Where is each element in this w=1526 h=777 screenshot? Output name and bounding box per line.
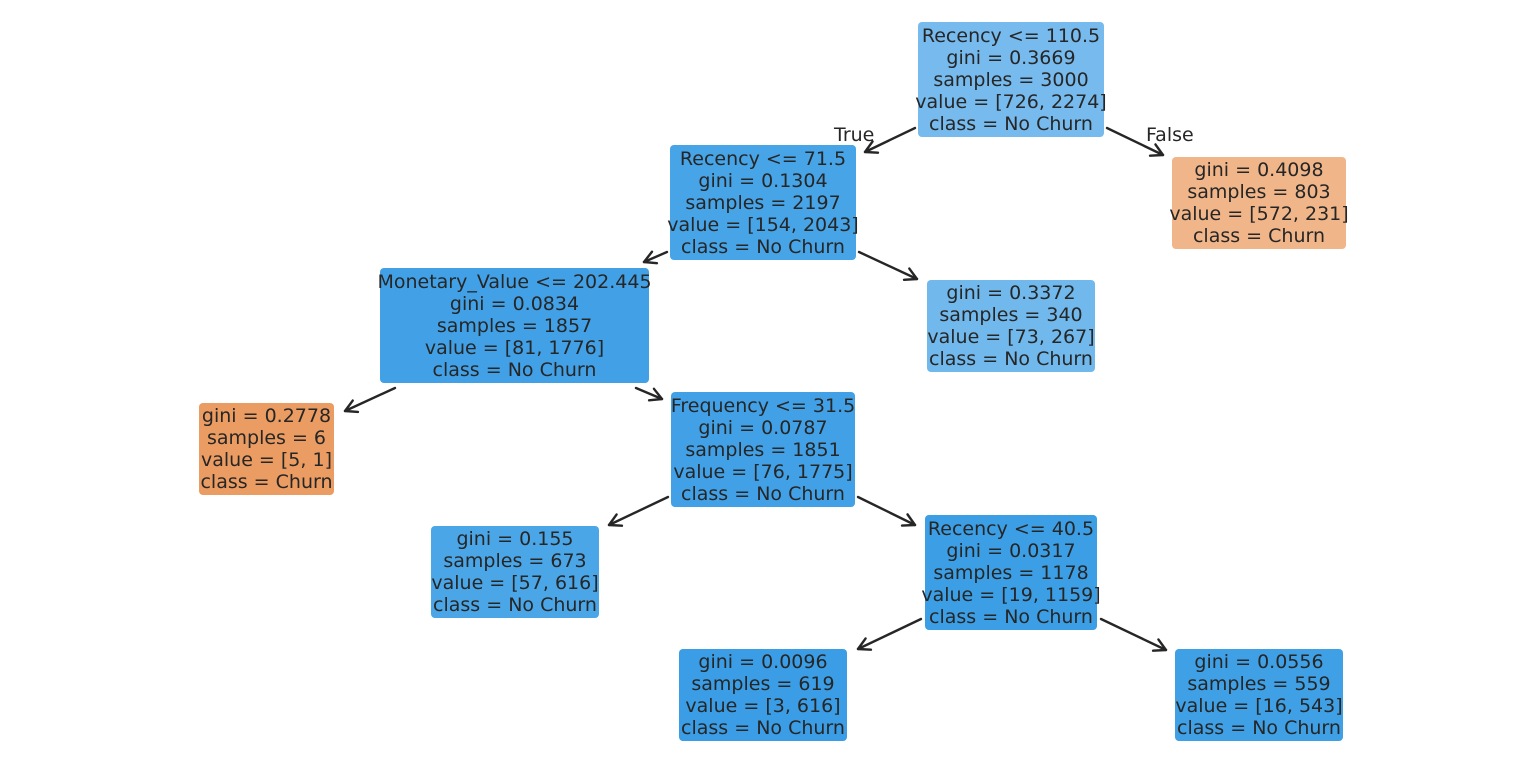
node-gini: gini = 0.3669	[946, 46, 1076, 69]
node-value: value = [73, 267]	[927, 326, 1095, 348]
node-class: class = No Churn	[681, 482, 845, 505]
node-samples: samples = 673	[443, 550, 587, 572]
node-gini: gini = 0.1304	[698, 169, 828, 192]
edge-line	[863, 126, 917, 154]
edge-label-true: True	[834, 124, 875, 146]
arrowhead-icon	[863, 140, 880, 154]
arrowhead-icon	[647, 387, 664, 402]
node-value: value = [19, 1159]	[921, 583, 1101, 606]
node-split-rule: Recency <= 40.5	[927, 517, 1095, 540]
node-gini: gini = 0.3372	[946, 282, 1076, 304]
tree-edge-n3-n5	[343, 386, 397, 414]
node-samples: samples = 559	[1187, 673, 1331, 695]
tree-edge-n6-n8	[856, 495, 917, 527]
edge-line	[857, 250, 919, 281]
node-samples: samples = 1178	[933, 561, 1089, 584]
node-value: value = [3, 616]	[685, 695, 841, 717]
node-value: value = [76, 1775]	[673, 460, 853, 483]
tree-leaf-no-churn-673: gini = 0.155 samples = 673 value = [57, …	[431, 526, 599, 618]
node-class: class = No Churn	[681, 717, 845, 739]
edge-line	[343, 386, 397, 413]
edge-line	[856, 617, 923, 651]
node-gini: gini = 0.0096	[698, 651, 828, 673]
node-value: value = [572, 231]	[1169, 203, 1349, 225]
node-gini: gini = 0.4098	[1194, 159, 1324, 181]
edge-line	[1105, 126, 1165, 157]
node-gini: gini = 0.0787	[698, 416, 828, 439]
node-value: value = [5, 1]	[201, 449, 332, 471]
arrowhead-icon	[642, 250, 659, 265]
tree-node-frequency: Frequency <= 31.5 gini = 0.0787 samples …	[671, 392, 855, 507]
node-split-rule: Recency <= 71.5	[679, 147, 847, 170]
node-gini: gini = 0.155	[456, 528, 574, 550]
node-samples: samples = 2197	[685, 191, 841, 214]
tree-node-root: Recency <= 110.5 gini = 0.3669 samples =…	[915, 22, 1107, 137]
node-samples: samples = 340	[939, 304, 1083, 326]
tree-edge-n3-n6	[634, 386, 664, 402]
node-class: class = Churn	[1192, 225, 1326, 247]
node-value: value = [57, 616]	[431, 572, 599, 594]
node-value: value = [154, 2043]	[667, 213, 859, 236]
node-samples: samples = 1851	[685, 438, 841, 461]
node-split-rule: Monetary_Value <= 202.445	[377, 270, 652, 293]
arrowhead-icon	[343, 399, 360, 414]
arrowhead-icon	[1148, 143, 1165, 157]
tree-leaf-churn-6: gini = 0.2778 samples = 6 value = [5, 1]…	[199, 403, 334, 495]
arrowhead-icon	[1151, 638, 1168, 652]
node-class: class = No Churn	[433, 594, 597, 616]
tree-edge-root-n2	[1105, 126, 1165, 157]
node-gini: gini = 0.0556	[1194, 651, 1324, 673]
node-gini: gini = 0.2778	[201, 405, 332, 427]
arrowhead-icon	[607, 513, 624, 527]
node-samples: samples = 1857	[436, 314, 593, 337]
tree-edge-n6-n7	[607, 495, 670, 527]
tree-edge-n1-n3	[642, 250, 669, 265]
node-value: value = [16, 543]	[1175, 695, 1343, 717]
node-class: class = No Churn	[681, 235, 845, 258]
node-samples: samples = 619	[691, 673, 835, 695]
edge-label-false: False	[1146, 124, 1194, 146]
node-samples: samples = 3000	[933, 68, 1089, 91]
node-class: class = No Churn	[432, 358, 597, 381]
node-class: class = Churn	[200, 471, 333, 493]
tree-node-recency-71: Recency <= 71.5 gini = 0.1304 samples = …	[667, 145, 859, 260]
arrowhead-icon	[902, 267, 919, 282]
edge-line	[856, 495, 917, 527]
tree-edge-root-n1	[863, 126, 917, 154]
node-class: class = No Churn	[929, 112, 1093, 135]
tree-leaf-no-churn-619: gini = 0.0096 samples = 619 value = [3, …	[679, 649, 847, 741]
node-split-rule: Recency <= 110.5	[921, 24, 1101, 47]
arrowhead-icon	[856, 637, 873, 651]
node-gini: gini = 0.0834	[449, 292, 580, 315]
node-split-rule: Frequency <= 31.5	[670, 394, 856, 417]
node-samples: samples = 803	[1187, 181, 1331, 203]
arrowhead-icon	[900, 513, 917, 527]
tree-leaf-churn-803: gini = 0.4098 samples = 803 value = [572…	[1169, 157, 1349, 249]
tree-node-monetary-value: Monetary_Value <= 202.445 gini = 0.0834 …	[377, 268, 652, 383]
tree-edge-n8-n10	[1099, 617, 1168, 652]
tree-edge-n1-n4	[857, 250, 919, 282]
node-class: class = No Churn	[1177, 717, 1341, 739]
node-class: class = No Churn	[929, 348, 1093, 370]
edge-line	[1099, 617, 1168, 652]
tree-edge-n8-n9	[856, 617, 923, 651]
node-value: value = [726, 2274]	[915, 90, 1107, 113]
node-class: class = No Churn	[929, 605, 1093, 628]
node-value: value = [81, 1776]	[424, 336, 605, 359]
node-samples: samples = 6	[206, 427, 327, 449]
node-gini: gini = 0.0317	[946, 539, 1076, 562]
tree-leaf-no-churn-340: gini = 0.3372 samples = 340 value = [73,…	[927, 280, 1095, 372]
edge-line	[642, 250, 669, 264]
edge-line	[634, 386, 664, 401]
tree-leaf-no-churn-559: gini = 0.0556 samples = 559 value = [16,…	[1175, 649, 1343, 741]
edge-line	[607, 495, 670, 527]
tree-node-recency-40: Recency <= 40.5 gini = 0.0317 samples = …	[921, 515, 1101, 630]
